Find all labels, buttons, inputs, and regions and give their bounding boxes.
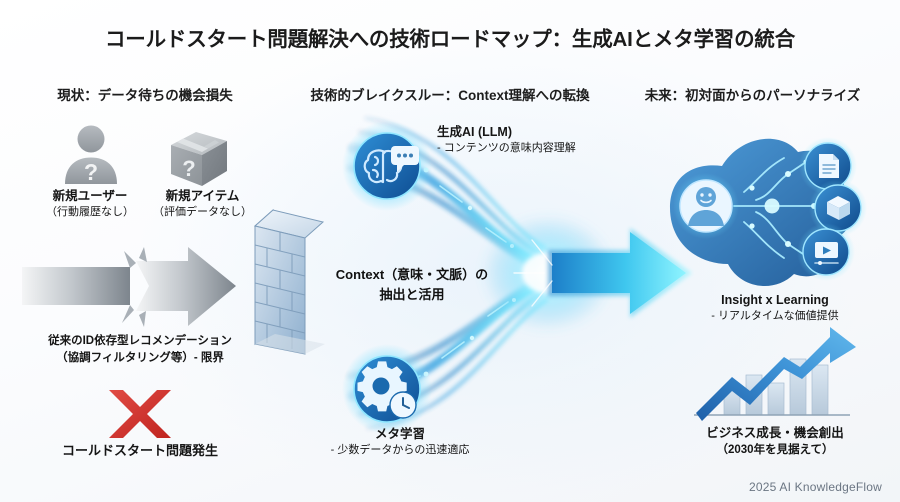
content-package-node — [809, 179, 867, 237]
meta-learning-note: - 少数データからの迅速適応 — [330, 444, 470, 457]
new-user-name: 新規ユーザー — [52, 189, 128, 203]
meta-learning-gear-icon — [341, 343, 433, 435]
generative-ai-label: 生成AI (LLM) - コンテンツの意味内容理解 — [437, 123, 647, 157]
meta-learning-name: メタ学習 — [374, 427, 425, 441]
page-title: コールドスタート問題解決への技術ロードマップ：生成AIとメタ学習の統合 — [105, 28, 795, 51]
context-line2: 抽出と活用 — [379, 286, 445, 302]
column-heading-breakthrough: 技術的ブレイクスルー：Context理解への転換 — [310, 88, 590, 103]
credit-text: 2025 AI KnowledgeFlow — [749, 480, 882, 494]
business-growth-name: ビジネス成長・機会創出 — [706, 426, 844, 440]
insight-learning-label: Insight x Learning - リアルタイムな価値提供 — [660, 291, 890, 325]
new-item-label: 新規アイテム （評価データなし） — [145, 188, 260, 220]
legacy-line2: （協調フィルタリング等）- 限界 — [56, 351, 224, 364]
legacy-line1: 従来のID依存型レコメンデーション — [48, 335, 232, 347]
context-line1: Context（意味・文脈）の — [335, 267, 489, 282]
legacy-recommendation-label: 従来のID依存型レコメンデーション （協調フィルタリング等）- 限界 — [10, 333, 270, 366]
generative-ai-brain-icon — [341, 120, 433, 212]
new-user-note: （行動履歴なし） — [46, 205, 134, 218]
column-heading-current: 現状：データ待ちの機会損失 — [57, 88, 233, 103]
svg-text:?: ? — [182, 156, 195, 181]
column-heading-future: 未来：初対面からのパーソナライズ — [644, 88, 861, 103]
business-growth-label: ビジネス成長・機会創出 （2030年を見据えて） — [650, 424, 900, 459]
broken-arrow-icon — [18, 243, 250, 329]
personalization-network-graphic — [648, 118, 898, 298]
cold-start-failure-label: コールドスタート問題発生 — [61, 443, 218, 458]
new-user-icon: ? — [58, 122, 124, 188]
new-user-label: 新規ユーザー （行動履歴なし） — [35, 188, 145, 220]
new-item-name: 新規アイテム — [165, 189, 240, 203]
insight-learning-name: Insight x Learning — [721, 293, 829, 307]
new-item-box-icon: ? — [163, 126, 235, 190]
generative-ai-note: - コンテンツの意味内容理解 — [437, 142, 576, 155]
brick-wall-icon — [253, 208, 331, 356]
business-growth-chart-icon — [680, 325, 865, 425]
content-video-node — [797, 223, 855, 281]
red-x-icon — [103, 388, 177, 440]
context-extraction-label: Context（意味・文脈）の 抽出と活用 — [312, 265, 512, 304]
meta-learning-label: メタ学習 - 少数データからの迅速適応 — [295, 425, 505, 459]
svg-text:?: ? — [84, 159, 98, 185]
insight-learning-note: - リアルタイムな価値提供 — [711, 310, 839, 323]
generative-ai-name: 生成AI (LLM) — [437, 125, 512, 139]
business-growth-note: （2030年を見据えて） — [716, 444, 834, 457]
new-item-note: （評価データなし） — [153, 205, 252, 218]
